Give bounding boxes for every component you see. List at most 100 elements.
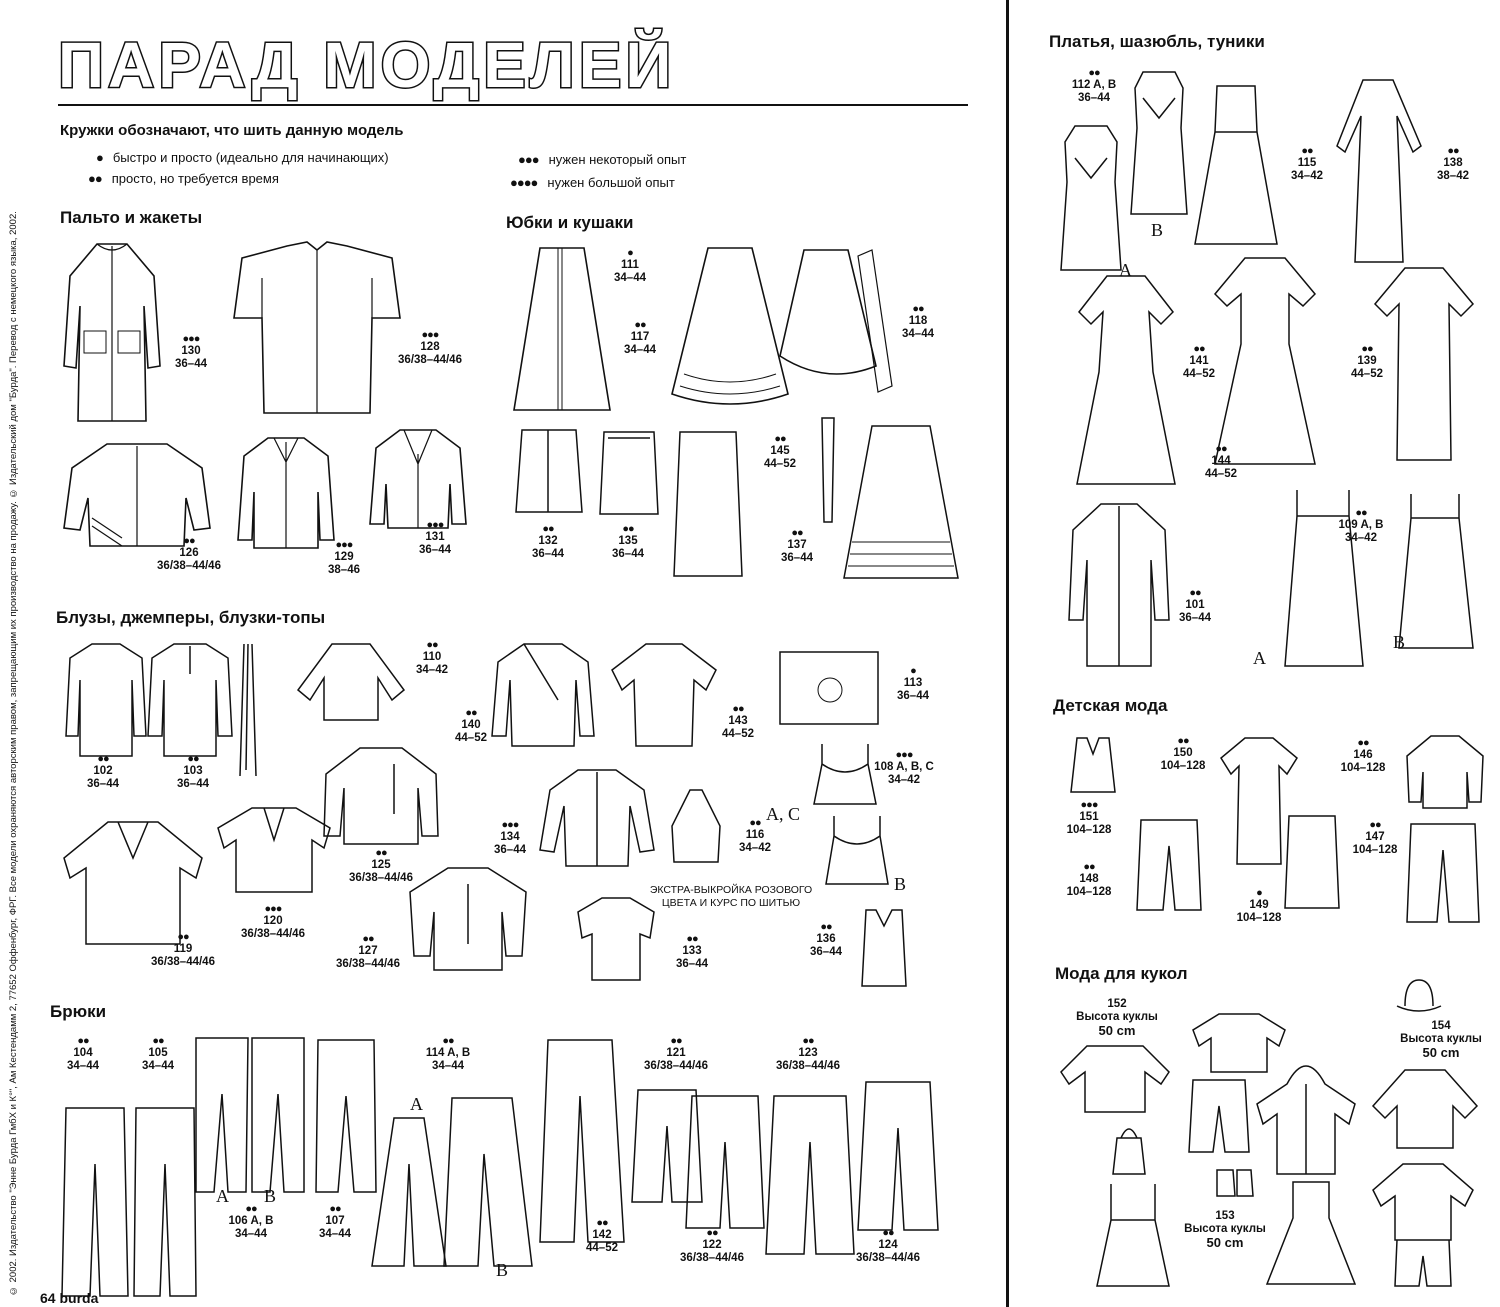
doll-dress bbox=[1263, 1178, 1359, 1288]
garment-101 bbox=[1067, 500, 1171, 670]
doll-hoodie bbox=[1251, 1054, 1361, 1178]
garment-108-b bbox=[824, 812, 890, 888]
garment-102 bbox=[64, 640, 148, 760]
garment-148 bbox=[1135, 816, 1203, 914]
legend-heading: Кружки обозначают, что шить данную модел… bbox=[60, 122, 404, 139]
title-rule bbox=[58, 104, 968, 106]
garment-136 bbox=[856, 906, 912, 990]
doll-raglan bbox=[1369, 1066, 1481, 1152]
garment-105 bbox=[130, 1104, 200, 1300]
variant-letter: B bbox=[496, 1260, 509, 1280]
garment-111 bbox=[512, 244, 612, 414]
garment-108-a bbox=[812, 740, 878, 808]
garment-124 bbox=[856, 1078, 940, 1234]
garment-112-b bbox=[1129, 68, 1189, 218]
garment-139 bbox=[1369, 264, 1479, 464]
garment-126 bbox=[62, 438, 212, 550]
garment-119 bbox=[58, 818, 208, 948]
page-title: ПАРАД МОДЕЛЕЙ bbox=[56, 28, 676, 103]
garment-120 bbox=[212, 804, 336, 896]
garment-110 bbox=[292, 640, 410, 724]
doll-snowman-set bbox=[1369, 1160, 1477, 1290]
section-kids: Детская мода bbox=[1053, 696, 1168, 715]
variant-letter: B bbox=[1393, 632, 1406, 652]
garment-123 bbox=[764, 1092, 856, 1258]
garment-121 bbox=[630, 1086, 704, 1206]
garment-142 bbox=[538, 1036, 626, 1246]
section-dresses: Платья, шазюбль, туники bbox=[1049, 32, 1265, 51]
garment-133 bbox=[572, 894, 660, 984]
garment-107 bbox=[314, 1036, 378, 1196]
doll-overall bbox=[1093, 1180, 1173, 1290]
garment-104 bbox=[60, 1104, 130, 1300]
legend-item: ●●●●нужен большой опыт bbox=[510, 175, 675, 190]
garment-109-a bbox=[1277, 486, 1369, 670]
garment-141 bbox=[1073, 272, 1179, 488]
garment-114-a bbox=[370, 1114, 448, 1270]
garment-131 bbox=[368, 424, 468, 534]
garment-134 bbox=[534, 766, 660, 870]
legend-item: ●●просто, но требуется время bbox=[88, 171, 279, 186]
variant-letter: B bbox=[894, 874, 907, 894]
doll-pants bbox=[1187, 1076, 1251, 1156]
left-page: ПАРАД МОДЕЛЕЙ © 2002. Издательство "Энне… bbox=[8, 27, 968, 1306]
doll-shoes bbox=[1213, 1160, 1255, 1202]
garment-130 bbox=[62, 236, 162, 426]
legend-item: ●●●нужен некоторый опыт bbox=[518, 152, 687, 167]
garment-143 bbox=[608, 640, 720, 750]
garment-149 bbox=[1283, 812, 1341, 912]
variant-letter: B bbox=[1151, 220, 1164, 240]
garment-152 bbox=[1057, 1042, 1173, 1116]
section-skirts: Юбки и кушаки bbox=[506, 213, 634, 232]
variant-letter: A bbox=[1253, 648, 1266, 668]
garment-128 bbox=[232, 238, 402, 418]
section-coats: Пальто и жакеты bbox=[60, 208, 203, 227]
garment-137-sash bbox=[818, 416, 838, 526]
garment-125 bbox=[320, 744, 442, 848]
garment-113 bbox=[776, 648, 882, 728]
garment-112-a bbox=[1059, 122, 1123, 274]
garment-146 bbox=[1403, 732, 1487, 812]
garment-115 bbox=[1193, 82, 1279, 248]
variant-letter: A bbox=[216, 1186, 229, 1206]
garment-151 bbox=[1067, 734, 1119, 796]
garment-118 bbox=[776, 246, 896, 396]
